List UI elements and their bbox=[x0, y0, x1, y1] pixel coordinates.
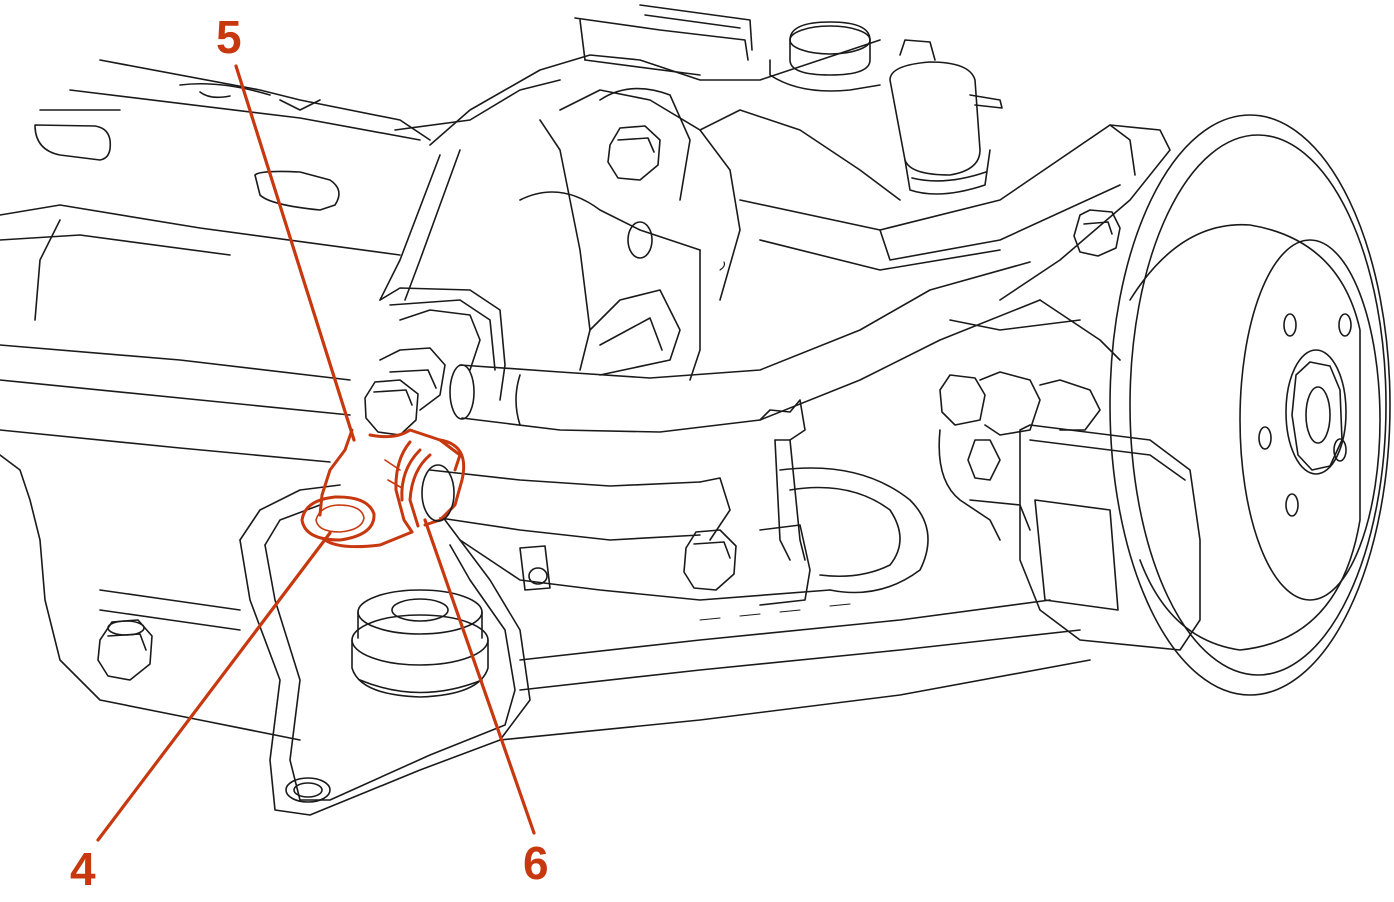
brake-caliper bbox=[938, 371, 1201, 651]
differential-housing bbox=[379, 4, 1003, 381]
stabilizer-bar bbox=[429, 261, 1041, 541]
leader-line-4 bbox=[96, 531, 332, 842]
callout-label-5: 5 bbox=[216, 11, 242, 63]
upper-control-arm bbox=[739, 124, 1171, 361]
clamp-bolt-highlight bbox=[300, 495, 376, 542]
leader-line-6 bbox=[423, 518, 536, 835]
callout-leaders bbox=[96, 64, 536, 842]
upper-bar-mount bbox=[364, 287, 506, 436]
stabilizer-link bbox=[683, 399, 811, 606]
body-floor-pan bbox=[0, 59, 561, 741]
brake-disc bbox=[1109, 114, 1391, 696]
body-bolt bbox=[97, 619, 153, 681]
highlighted-clamp-assembly bbox=[300, 428, 466, 549]
callout-label-4: 4 bbox=[70, 843, 96, 895]
lower-control-arm bbox=[239, 467, 1091, 816]
bar-bushing-highlight bbox=[423, 438, 466, 527]
clamp-bracket-outline bbox=[318, 428, 354, 517]
leader-line-5 bbox=[234, 64, 356, 442]
callout-label-6: 6 bbox=[523, 837, 549, 889]
